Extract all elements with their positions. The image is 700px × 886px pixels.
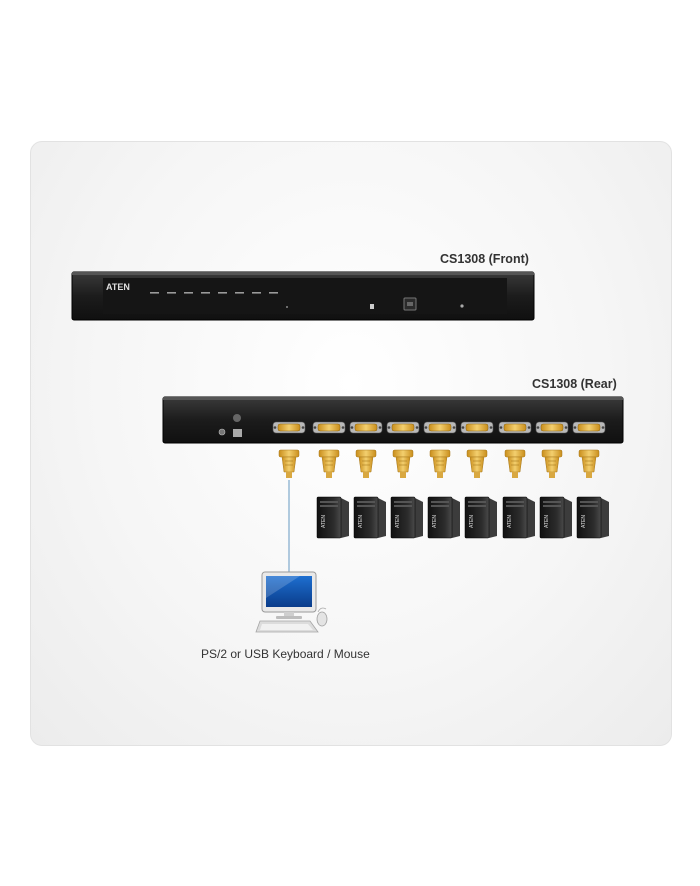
computer-tower-3: ATEN	[390, 496, 423, 539]
vga-connector	[318, 449, 340, 478]
tower-logo: ATEN	[358, 515, 364, 528]
tower-logo: ATEN	[321, 515, 327, 528]
tower-logo: ATEN	[507, 515, 513, 528]
computer-tower-2: ATEN	[353, 496, 386, 539]
tower-logo: ATEN	[581, 515, 587, 528]
rear-port-group	[272, 421, 606, 434]
console-caption: PS/2 or USB Keyboard / Mouse	[201, 647, 370, 661]
computer-tower-7: ATEN	[539, 496, 572, 539]
vga-connector	[541, 449, 563, 478]
console-computer	[255, 571, 328, 633]
tower-logo: ATEN	[469, 515, 475, 528]
computer-port-5	[460, 421, 494, 434]
computer-tower-1: ATEN	[316, 496, 349, 539]
brand-logo: ATEN	[106, 282, 130, 292]
console-port	[272, 421, 306, 434]
computer-port-8	[572, 421, 606, 434]
computer-port-1	[312, 421, 346, 434]
computer-tower-4: ATEN	[427, 496, 460, 539]
computer-port-4	[423, 421, 457, 434]
vga-connector	[504, 449, 526, 478]
computer-tower-group: ATEN ATEN ATEN ATEN ATEN ATEN ATEN ATEN	[316, 496, 609, 539]
rear-ps2-port-1	[233, 414, 241, 422]
front-label: CS1308 (Front)	[440, 252, 529, 266]
vga-connector	[578, 449, 600, 478]
vga-connector	[278, 449, 300, 478]
computer-tower-6: ATEN	[502, 496, 535, 539]
computer-port-7	[535, 421, 569, 434]
computer-port-6	[498, 421, 532, 434]
vga-connector	[392, 449, 414, 478]
rear-usb-port	[233, 429, 242, 437]
rear-label: CS1308 (Rear)	[532, 377, 617, 391]
computer-port-3	[386, 421, 420, 434]
mouse	[316, 611, 328, 627]
vga-connector	[355, 449, 377, 478]
tower-logo: ATEN	[432, 515, 438, 528]
vga-connector	[466, 449, 488, 478]
computer-tower-5: ATEN	[464, 496, 497, 539]
computer-tower-8: ATEN	[576, 496, 609, 539]
cable-connector-group	[278, 449, 600, 478]
vga-connector	[429, 449, 451, 478]
kvm-rear-unit	[162, 396, 624, 444]
kvm-front-unit: ATEN	[71, 271, 535, 321]
power-jack	[218, 428, 226, 436]
port-led-row	[150, 292, 278, 294]
front-switch	[370, 304, 374, 309]
tower-logo: ATEN	[544, 515, 550, 528]
tower-logo: ATEN	[395, 515, 401, 528]
computer-port-2	[349, 421, 383, 434]
